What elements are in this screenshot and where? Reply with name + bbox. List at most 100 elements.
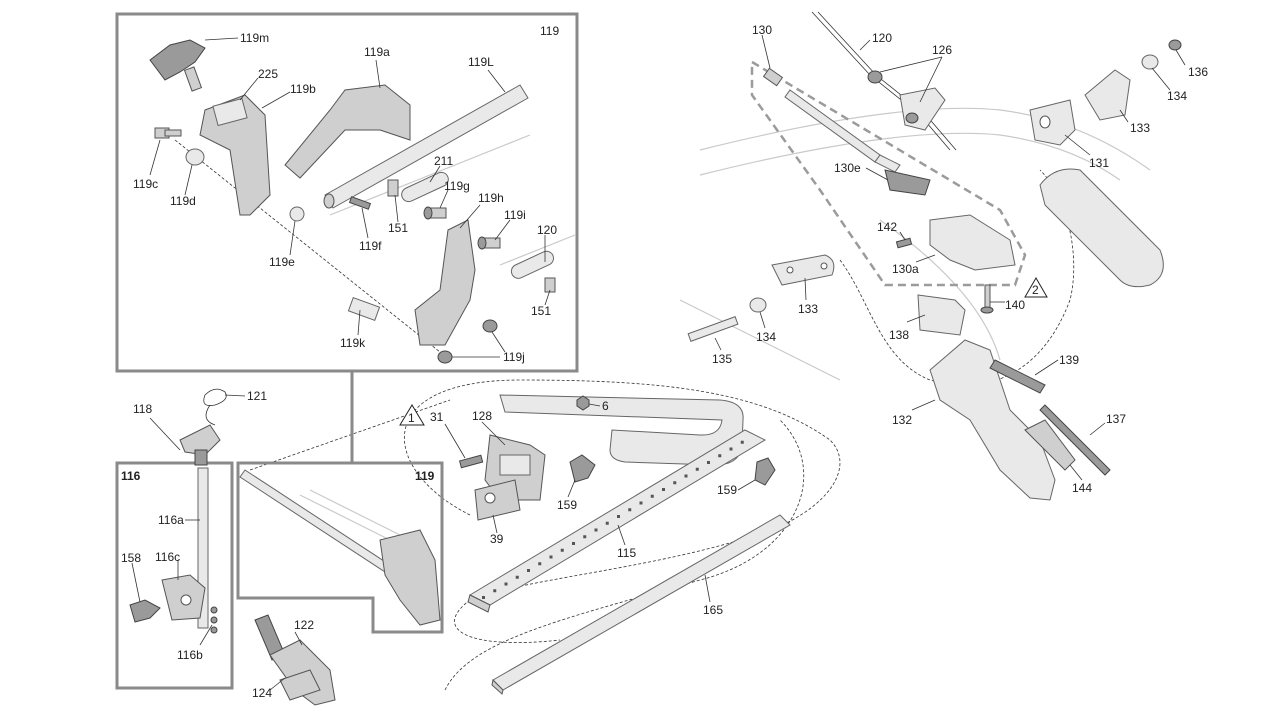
warning-2: 2 xyxy=(1024,277,1048,298)
leader-124 xyxy=(269,677,286,691)
label-119b: 119b xyxy=(290,82,316,96)
leaders-119 xyxy=(149,37,551,358)
clip-151-a xyxy=(387,179,399,197)
leader-159-a xyxy=(567,479,576,498)
leader-39 xyxy=(492,514,498,534)
label-39: 39 xyxy=(490,532,504,546)
bolt-137 xyxy=(1039,404,1111,476)
bar-115-holes xyxy=(482,440,744,599)
bar-hole xyxy=(560,548,564,552)
label-134-a: 134 xyxy=(1167,89,1187,103)
clamp-118 xyxy=(179,424,221,466)
cable-121 xyxy=(203,388,227,426)
pin-119i xyxy=(477,236,501,250)
bar-165 xyxy=(491,514,791,695)
label-225: 225 xyxy=(258,67,278,81)
label-133-b: 133 xyxy=(798,302,818,316)
knob-158 xyxy=(129,599,161,623)
nut-119j-a xyxy=(482,319,498,333)
clip-151-b xyxy=(544,277,556,293)
leader-122 xyxy=(294,631,303,646)
label-122: 122 xyxy=(294,618,314,632)
detail-box-119 xyxy=(115,12,579,373)
knob-159-a xyxy=(569,454,596,483)
handle-frame-outline xyxy=(679,107,1151,381)
shaft-116a xyxy=(197,467,209,629)
label-119e: 119e xyxy=(269,255,295,269)
spring-139 xyxy=(989,359,1046,394)
label-119k: 119k xyxy=(340,336,366,350)
bracket-130a xyxy=(929,214,1016,271)
part-130e xyxy=(884,169,931,196)
label-115: 115 xyxy=(617,546,636,560)
grip-144 xyxy=(1024,419,1076,471)
spacer-119d xyxy=(185,148,205,166)
leader-6 xyxy=(588,403,601,407)
leader-128 xyxy=(481,421,506,446)
label-151-b: 151 xyxy=(531,304,551,318)
label-119j: 119j xyxy=(503,350,525,364)
plate-133-b xyxy=(771,254,835,286)
plate-138 xyxy=(917,294,966,336)
bar-hole xyxy=(684,474,688,478)
nut-6 xyxy=(576,395,590,411)
label-119h: 119h xyxy=(478,191,504,205)
label-119L: 119L xyxy=(468,55,494,69)
spacer-134-a xyxy=(1141,54,1159,70)
leaders-116 xyxy=(131,519,213,646)
cable-130 xyxy=(762,67,901,173)
screw-140 xyxy=(980,284,994,314)
label-135: 135 xyxy=(712,352,732,366)
bar-hole xyxy=(549,555,553,559)
label-126: 126 xyxy=(932,43,952,57)
bar-hole xyxy=(515,575,519,579)
detail-box-116 xyxy=(115,461,234,690)
label-128: 128 xyxy=(472,409,492,423)
label-118: 118 xyxy=(133,402,152,416)
bar-hole xyxy=(493,589,497,593)
bar-hole xyxy=(617,515,620,518)
label-124: 124 xyxy=(252,686,272,700)
link-211 xyxy=(401,171,449,203)
bar-hole xyxy=(718,454,722,458)
label-211: 211 xyxy=(434,154,453,168)
label-132: 132 xyxy=(892,413,912,427)
leaders-right xyxy=(714,34,1186,481)
label-119f: 119f xyxy=(359,239,382,253)
link-120 xyxy=(510,250,555,279)
frame-tube xyxy=(499,394,744,466)
bar-hole xyxy=(650,494,654,498)
pedal-132 xyxy=(929,339,1056,501)
label-159-b: 159 xyxy=(717,483,737,497)
detail-box-116-number: 116 xyxy=(121,469,141,483)
bar-hole xyxy=(729,447,733,451)
bar-hole xyxy=(583,535,587,539)
nut-136 xyxy=(1168,39,1182,51)
label-133-a: 133 xyxy=(1130,121,1150,135)
pin-119k xyxy=(347,296,381,322)
plate-119a xyxy=(284,84,411,179)
detail-box-119-number: 119 xyxy=(540,24,559,38)
shaft-119L xyxy=(323,84,529,209)
label-31: 31 xyxy=(430,410,444,424)
bar-hole xyxy=(662,488,665,491)
bar-hole xyxy=(504,582,508,586)
warning-1-number: 1 xyxy=(408,411,415,425)
screw-119f xyxy=(348,196,372,210)
knob-119m xyxy=(149,39,206,92)
label-120-box: 120 xyxy=(537,223,557,237)
bolt-135 xyxy=(687,316,739,342)
bar-hole xyxy=(572,542,575,545)
bar-hole xyxy=(673,481,677,485)
label-137: 137 xyxy=(1106,412,1126,426)
leader-121 xyxy=(224,394,246,397)
label-130: 130 xyxy=(752,23,772,37)
bar-hole xyxy=(482,596,485,599)
label-116b: 116b xyxy=(177,648,203,662)
pin-119g xyxy=(423,206,447,220)
label-159-a: 159 xyxy=(557,498,577,512)
spacer-134-b xyxy=(749,297,767,313)
label-139: 139 xyxy=(1059,353,1079,367)
bar-hole xyxy=(695,467,699,471)
